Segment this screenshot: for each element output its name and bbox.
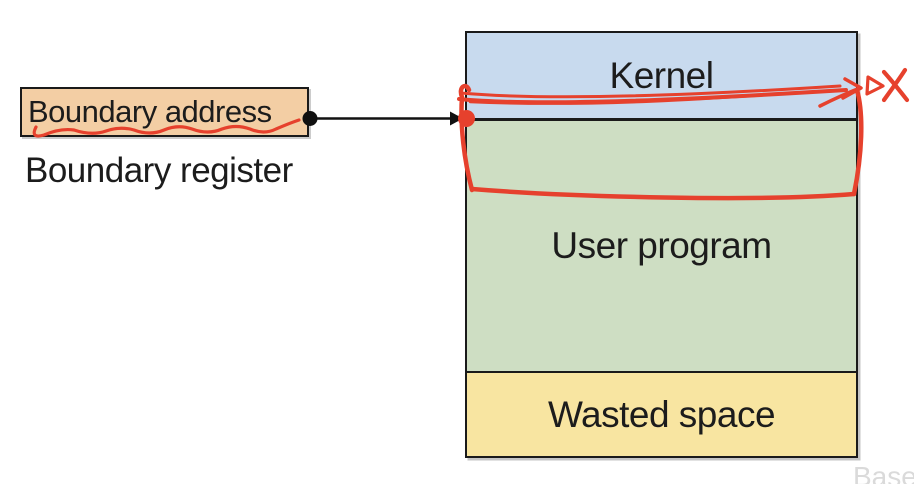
x-mark-icon: [881, 67, 908, 103]
kernel-label: Kernel: [609, 54, 714, 96]
boundary-address-box: Boundary address: [20, 87, 309, 137]
watermark-text: Base: [853, 461, 914, 484]
connector-arrow: [302, 111, 463, 126]
memory-section-kernel: Kernel: [467, 33, 856, 121]
boundary-address-label: Boundary address: [28, 94, 272, 129]
memory-section-wasted-space: Wasted space: [467, 373, 856, 456]
wasted-space-label: Wasted space: [547, 393, 776, 435]
boundary-register-caption: Boundary register: [25, 151, 293, 190]
user-program-label: User program: [551, 225, 772, 266]
connector-arrowhead-icon: [450, 111, 463, 126]
memory-section-user-program: User program: [467, 121, 856, 373]
x-mark-icon: [881, 69, 910, 103]
triangle-arrowhead-icon: [865, 75, 885, 96]
memory-diagram: Kernel User program Wasted space: [465, 31, 858, 458]
